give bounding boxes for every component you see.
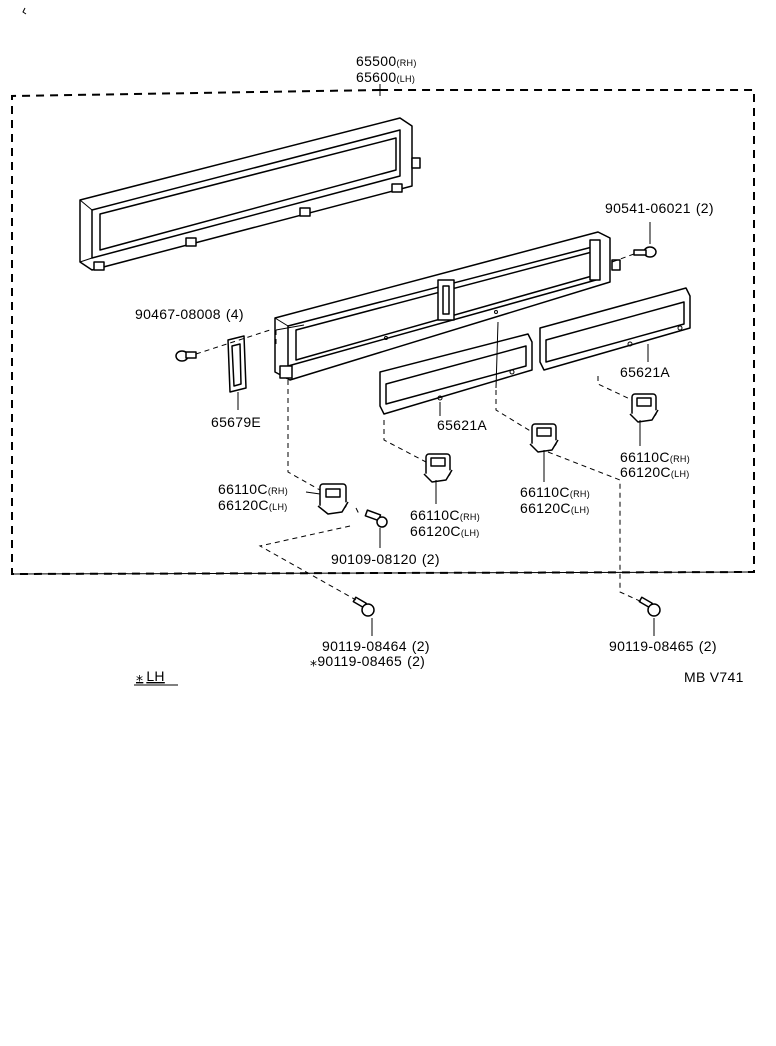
bolt-90541-icon	[633, 246, 657, 258]
label-65600: 65600(LH)	[356, 69, 415, 85]
hook-icon-mid1	[423, 453, 453, 483]
bolt-90467-icon	[175, 350, 197, 362]
label-hook-mid2-rh: 66110C(RH)	[520, 484, 590, 500]
upper-gate-frame	[79, 117, 421, 271]
label-leaders	[237, 222, 655, 636]
bracket-65679E	[227, 335, 247, 393]
label-hook-left-rh: 66110C(RH)	[218, 481, 288, 497]
legend-lh: ⁎LH	[136, 668, 165, 684]
leader-90541	[611, 253, 635, 263]
label-65500: 65500(RH)	[356, 53, 417, 69]
hook-icon-left	[317, 483, 349, 515]
label-90467: 90467-08008(4)	[135, 306, 244, 322]
label-hook-right-lh: 66120C(LH)	[620, 464, 690, 480]
label-90119-08465-lh: ⁎90119-08465(2)	[310, 653, 425, 669]
label-90541: 90541-06021(2)	[605, 200, 714, 216]
label-90119-08465-right: 90119-08465(2)	[609, 638, 717, 654]
leader-90467	[195, 329, 271, 355]
label-65621A-left: 65621A	[437, 417, 487, 433]
label-90109: 90109-08120(2)	[331, 551, 440, 567]
bolt-90119-right-icon	[638, 596, 661, 617]
label-90119-08464: 90119-08464(2)	[322, 638, 430, 654]
hook-icon-mid2	[529, 423, 559, 453]
middle-gate-frame	[274, 231, 621, 381]
stray-mark	[22, 7, 27, 15]
diagram-code: MB V741	[684, 669, 744, 685]
dashed-leaders	[258, 326, 643, 603]
label-65679E: 65679E	[211, 414, 261, 430]
label-65621A-right: 65621A	[620, 364, 670, 380]
label-hook-right-rh: 66110C(RH)	[620, 449, 690, 465]
assembly-frame-dashed	[11, 89, 755, 576]
label-hook-mid1-rh: 66110C(RH)	[410, 507, 480, 523]
bolt-90119-left-icon	[352, 596, 375, 617]
label-hook-mid2-lh: 66120C(LH)	[520, 500, 590, 516]
label-hook-mid1-lh: 66120C(LH)	[410, 523, 480, 539]
assembly-frame-inner-line	[11, 571, 755, 575]
bolt-90109-icon	[364, 509, 388, 528]
slide-plate-left	[379, 333, 533, 415]
hook-icon-right	[629, 393, 659, 423]
label-hook-left-lh: 66120C(LH)	[218, 497, 288, 513]
slide-plate-right	[539, 287, 691, 371]
